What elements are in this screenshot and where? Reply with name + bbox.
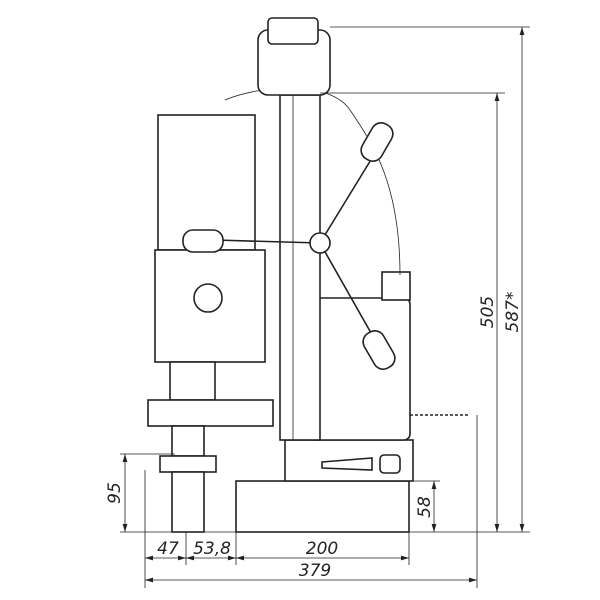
cutter-arbor (171, 471, 205, 533)
spindle (171, 425, 205, 457)
dim-overall-height: 587* (503, 292, 523, 333)
coolant-tank (309, 297, 411, 441)
dim-base-length: 200 (306, 539, 338, 559)
arbor-ring (159, 455, 217, 473)
dim-spindle-to-base: 53,8 (193, 539, 231, 559)
dimension-lines (120, 26, 530, 588)
drill-machine (147, 17, 470, 533)
dim-spindle-offset: 47 (157, 539, 179, 559)
magnet-switch (379, 454, 401, 474)
coolant-fitting (381, 271, 411, 301)
gear-window (193, 283, 223, 313)
top-knob (267, 17, 319, 45)
dim-overall-length: 379 (299, 561, 331, 581)
handle-arm-bottom (319, 242, 376, 341)
dim-spindle-height: 95 (105, 482, 125, 504)
motor-housing (157, 114, 256, 251)
magnet-lever (321, 457, 373, 471)
spindle-housing (169, 361, 216, 401)
handle-knob-left (182, 229, 224, 253)
slide-bracket (147, 399, 274, 427)
handle-arm-left (214, 239, 321, 244)
magnet-base (235, 480, 410, 533)
handle-knob-top (360, 122, 394, 162)
dim-base-height: 58 (415, 496, 435, 518)
handle-hub (309, 232, 331, 254)
dim-column-height: 505 (478, 296, 498, 328)
column (279, 94, 321, 441)
handle-knob-bottom (362, 330, 396, 370)
